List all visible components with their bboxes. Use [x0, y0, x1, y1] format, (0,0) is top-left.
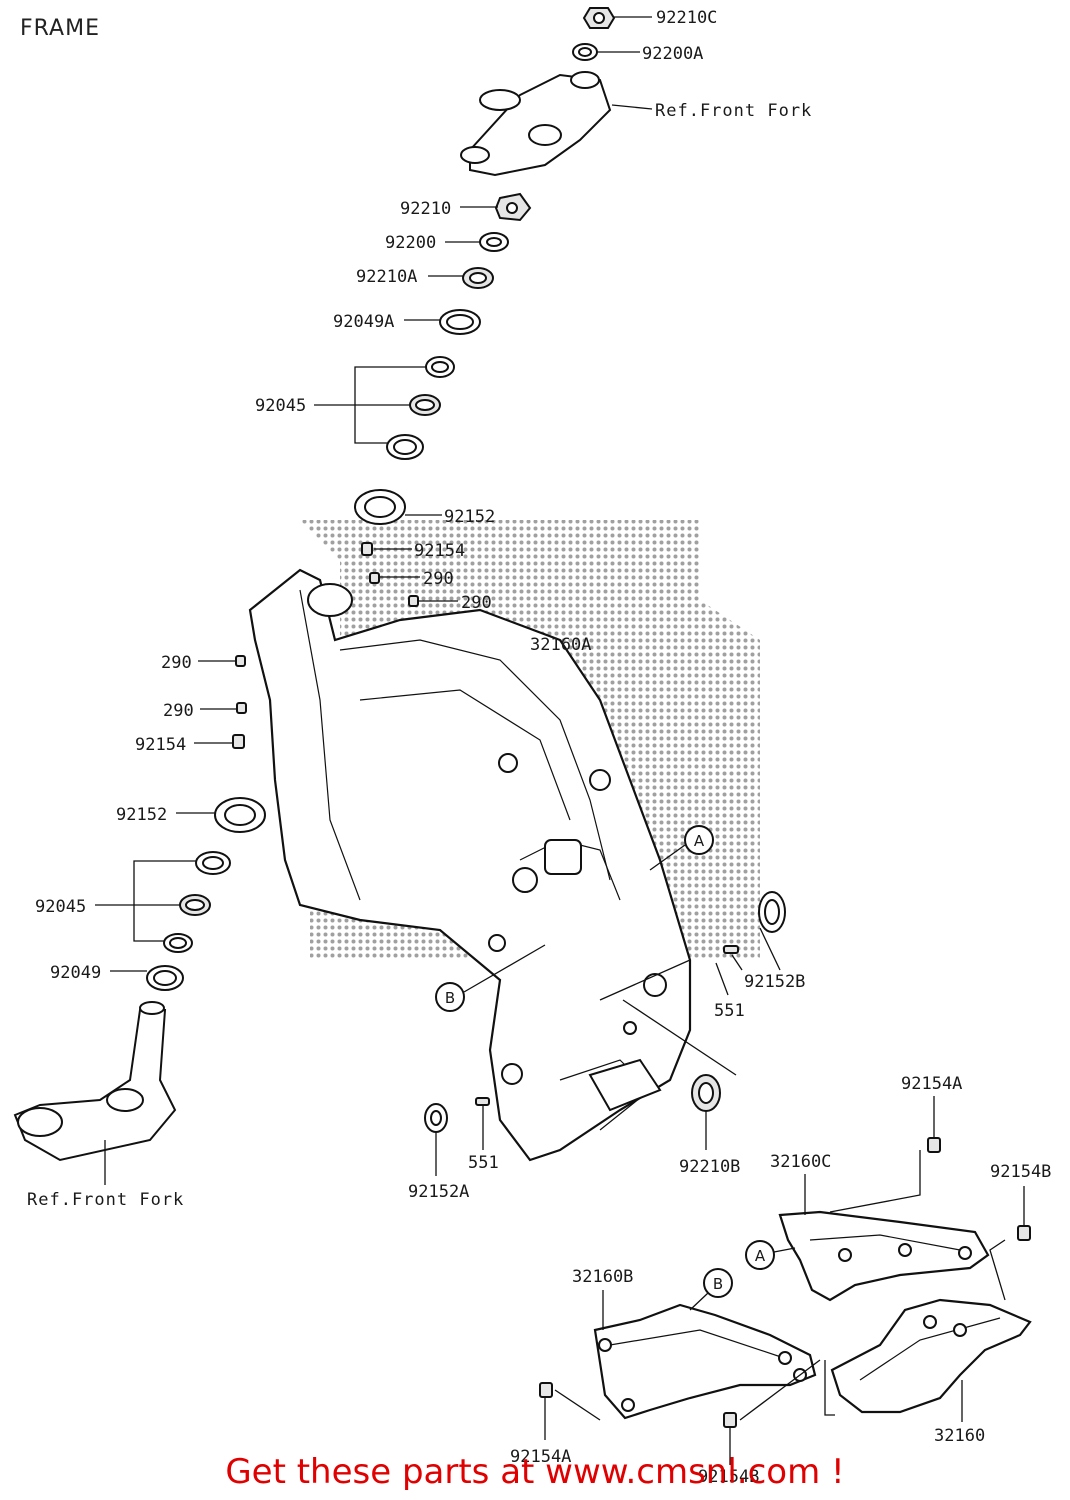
label-290-a: 290	[423, 569, 454, 589]
label-92210: 92210	[400, 199, 451, 219]
bearing-cup-lower	[195, 851, 231, 875]
washer-92200	[479, 232, 509, 252]
label-32160B: 32160B	[572, 1267, 633, 1287]
bolt-290-d	[236, 702, 247, 714]
label-92045-bot: 92045	[35, 897, 86, 917]
label-92152B: 92152B	[744, 972, 805, 992]
bolt-92154-left	[232, 734, 245, 749]
label-92210A: 92210A	[356, 267, 417, 287]
label-92152-top: 92152	[444, 507, 495, 527]
marker-A-cover: A	[745, 1240, 796, 1270]
pin-551-a	[723, 945, 739, 954]
bolt-290-a	[369, 572, 380, 584]
marker-A-cover-label: A	[755, 1247, 766, 1265]
label-ref-front-fork-top: Ref.Front Fork	[655, 101, 812, 121]
marker-B-cover-label: B	[713, 1275, 723, 1293]
label-32160C: 32160C	[770, 1152, 831, 1172]
footer-promo-text: Get these parts at www.cmsnl.com !	[225, 1452, 845, 1492]
label-92045-top: 92045	[255, 396, 306, 416]
bearing-cup-upper	[386, 434, 424, 460]
upper-triple-clamp	[460, 71, 612, 177]
label-290-d: 290	[163, 701, 194, 721]
label-92154-left: 92154	[135, 735, 186, 755]
lower-triple-clamp	[13, 1001, 177, 1162]
label-92154A-bot: 92154A	[510, 1447, 571, 1467]
bolt-92154A-bot	[539, 1382, 553, 1398]
bolt-92154B-top	[1017, 1225, 1031, 1241]
label-32160: 32160	[934, 1426, 985, 1446]
label-290-c: 290	[161, 653, 192, 673]
label-551-b: 551	[468, 1153, 499, 1173]
nut-92210B	[691, 1074, 721, 1112]
label-92200A: 92200A	[642, 44, 703, 64]
diagram-title: FRAME	[20, 16, 100, 41]
label-551-a: 551	[714, 1001, 745, 1021]
pin-551-b	[475, 1097, 490, 1106]
nut-92210A	[462, 267, 494, 289]
cover-32160B	[593, 1303, 817, 1420]
part-labels: 92210C 92200A Ref.Front Fork 92210 92200…	[27, 8, 1051, 1487]
main-frame	[248, 568, 692, 1162]
bolt-92154B-bot	[723, 1412, 737, 1428]
collar-92152A	[424, 1103, 448, 1133]
label-92200: 92200	[385, 233, 436, 253]
bushing-92152-lower	[214, 797, 266, 833]
bushing-92152-upper	[354, 489, 406, 525]
marker-B-frame: B	[435, 944, 546, 1012]
bearing-race-upper	[425, 356, 455, 378]
washer-92200A	[572, 43, 598, 61]
label-92152-left: 92152	[116, 805, 167, 825]
label-92049A: 92049A	[333, 312, 394, 332]
label-92154B-bot: 92154B	[698, 1467, 759, 1487]
label-92152A: 92152A	[408, 1182, 469, 1202]
marker-B-cover: B	[689, 1268, 733, 1311]
label-32160A: 32160A	[530, 635, 591, 655]
label-92210B: 92210B	[679, 1157, 740, 1177]
bearing-92045-upper	[409, 394, 441, 416]
bolt-290-c	[235, 655, 246, 667]
label-92154A-top: 92154A	[901, 1074, 962, 1094]
bearing-92045-lower	[179, 894, 211, 916]
bolt-92154-top	[361, 542, 373, 556]
bearing-race-lower	[163, 933, 193, 953]
bolt-92154A-top	[927, 1137, 941, 1153]
nut-92210	[494, 192, 532, 222]
bolt-290-b	[408, 595, 419, 607]
marker-A-frame-label: A	[694, 832, 705, 850]
cover-32160C	[778, 1210, 990, 1302]
label-ref-front-fork-bot: Ref.Front Fork	[27, 1190, 184, 1210]
cover-32160	[830, 1298, 1032, 1414]
collar-92152B	[758, 891, 786, 933]
label-290-b: 290	[461, 593, 492, 613]
leader-lines	[95, 16, 1025, 1465]
marker-B-frame-label: B	[445, 989, 455, 1007]
label-92154-top: 92154	[414, 541, 465, 561]
marker-A-frame: A	[649, 825, 714, 871]
label-92210C: 92210C	[656, 8, 717, 28]
label-92049: 92049	[50, 963, 101, 983]
nut-92210C	[582, 7, 616, 29]
seal-92049A	[439, 309, 481, 335]
seal-92049	[146, 965, 184, 991]
label-92154B-top: 92154B	[990, 1162, 1051, 1182]
